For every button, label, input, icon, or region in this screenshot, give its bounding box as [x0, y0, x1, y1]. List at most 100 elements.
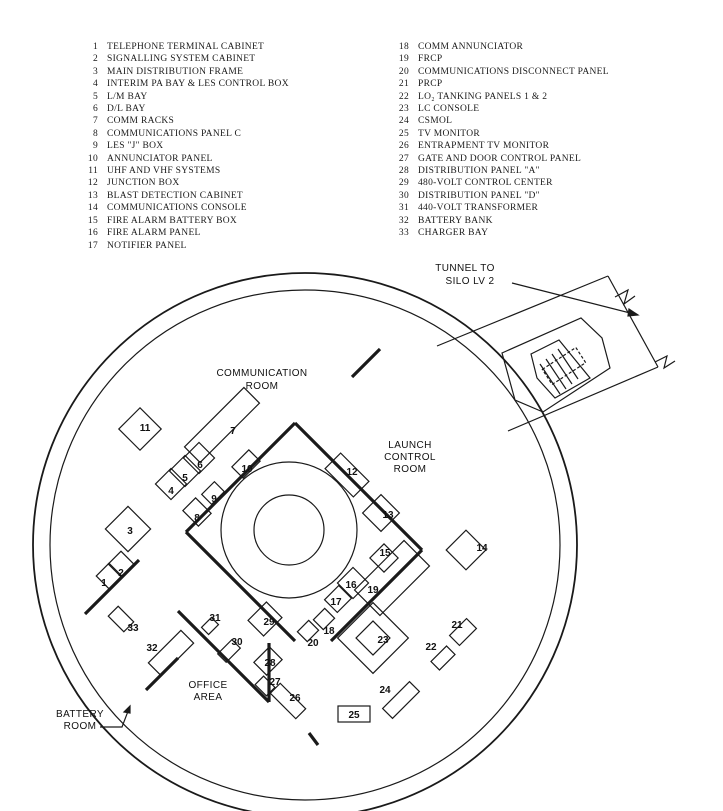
equipment-box-24	[381, 680, 421, 720]
equipment-box-21	[448, 617, 478, 647]
equipment-box-11	[117, 406, 163, 452]
equipment-box-4	[154, 467, 188, 501]
office-area-label: OFFICE	[188, 680, 227, 691]
equipment-number: 20	[307, 638, 319, 649]
equipment-number: 13	[382, 510, 394, 521]
equipment-number: 26	[289, 693, 301, 704]
equipment-box-32	[147, 629, 195, 677]
equipment-number: 31	[209, 613, 221, 624]
equipment-box-7	[183, 386, 261, 464]
equipment-number: 17	[330, 597, 342, 608]
equipment-number: 22	[425, 642, 437, 653]
battery-room-label: ROOM	[64, 721, 97, 732]
equipment-box-31	[200, 616, 220, 636]
equipment-number: 24	[379, 685, 391, 696]
equipment-number: 21	[451, 620, 463, 631]
equipment-box-6	[182, 441, 216, 475]
equipment-box-19	[353, 539, 431, 617]
break-line	[614, 288, 636, 306]
equipment-box-30	[216, 638, 242, 664]
equipment-number: 15	[379, 548, 391, 559]
equipment-number: 23	[377, 635, 389, 646]
equipment-box-15	[369, 543, 399, 573]
equipment-number: 19	[367, 585, 379, 596]
launch-control-room-label: CONTROL	[384, 452, 436, 463]
equipment-box-23-inner	[355, 620, 391, 656]
equipment-number: 28	[264, 658, 276, 669]
equipment	[95, 386, 487, 723]
partitions	[83, 347, 424, 746]
tunnel-label: SILO LV 2	[446, 276, 495, 287]
break-line	[654, 354, 676, 370]
equipment-box-14	[445, 529, 487, 571]
leader-line	[511, 282, 639, 316]
equipment-number: 10	[241, 464, 253, 475]
equipment-box-5	[168, 454, 202, 488]
equipment-box-29	[247, 601, 283, 637]
outer-wall	[32, 272, 578, 811]
equipment-box-22	[430, 645, 456, 671]
equipment-box-18	[312, 607, 336, 631]
room-labels: COMMUNICATION ROOM LAUNCH CONTROL ROOM O…	[56, 263, 495, 732]
equipment-box-3	[104, 505, 152, 553]
equipment-box-25	[337, 705, 371, 723]
equipment-box-20	[296, 619, 320, 643]
equipment-box-33	[107, 605, 135, 633]
equipment-number: 11	[140, 423, 151, 434]
equipment-box-12	[324, 452, 370, 498]
launch-control-room-label: ROOM	[394, 464, 427, 475]
equipment-number: 27	[269, 677, 281, 688]
equipment-box-26	[269, 682, 307, 720]
equipment-number: 16	[345, 580, 357, 591]
equipment-box-23	[336, 601, 410, 675]
equipment-box-8	[182, 497, 212, 527]
equipment-number-labels: 1 2 3 4 5 6 7 8 9 10 11 12 13 14 15 16 1…	[101, 423, 488, 721]
equipment-number: 29	[263, 617, 275, 628]
tunnel-label: TUNNEL TO	[435, 263, 495, 274]
equipment-number: 6	[197, 460, 203, 471]
office-area-label: AREA	[194, 692, 223, 703]
battery-room-leader	[100, 705, 131, 728]
equipment-box-28	[253, 646, 283, 676]
equipment-box-17	[323, 584, 353, 614]
launch-control-room-label: LAUNCH	[388, 440, 432, 451]
battery-room-label: BATTERY	[56, 709, 104, 720]
equipment-number: 2	[118, 568, 124, 579]
equipment-box-1	[95, 562, 123, 590]
tunnel	[436, 275, 676, 432]
equipment-number: 33	[127, 623, 139, 634]
equipment-number: 4	[168, 486, 174, 497]
equipment-number: 32	[146, 643, 158, 654]
equipment-box-2	[107, 550, 135, 578]
equipment-number: 18	[323, 626, 335, 637]
communication-room-label: COMMUNICATION	[216, 368, 307, 379]
